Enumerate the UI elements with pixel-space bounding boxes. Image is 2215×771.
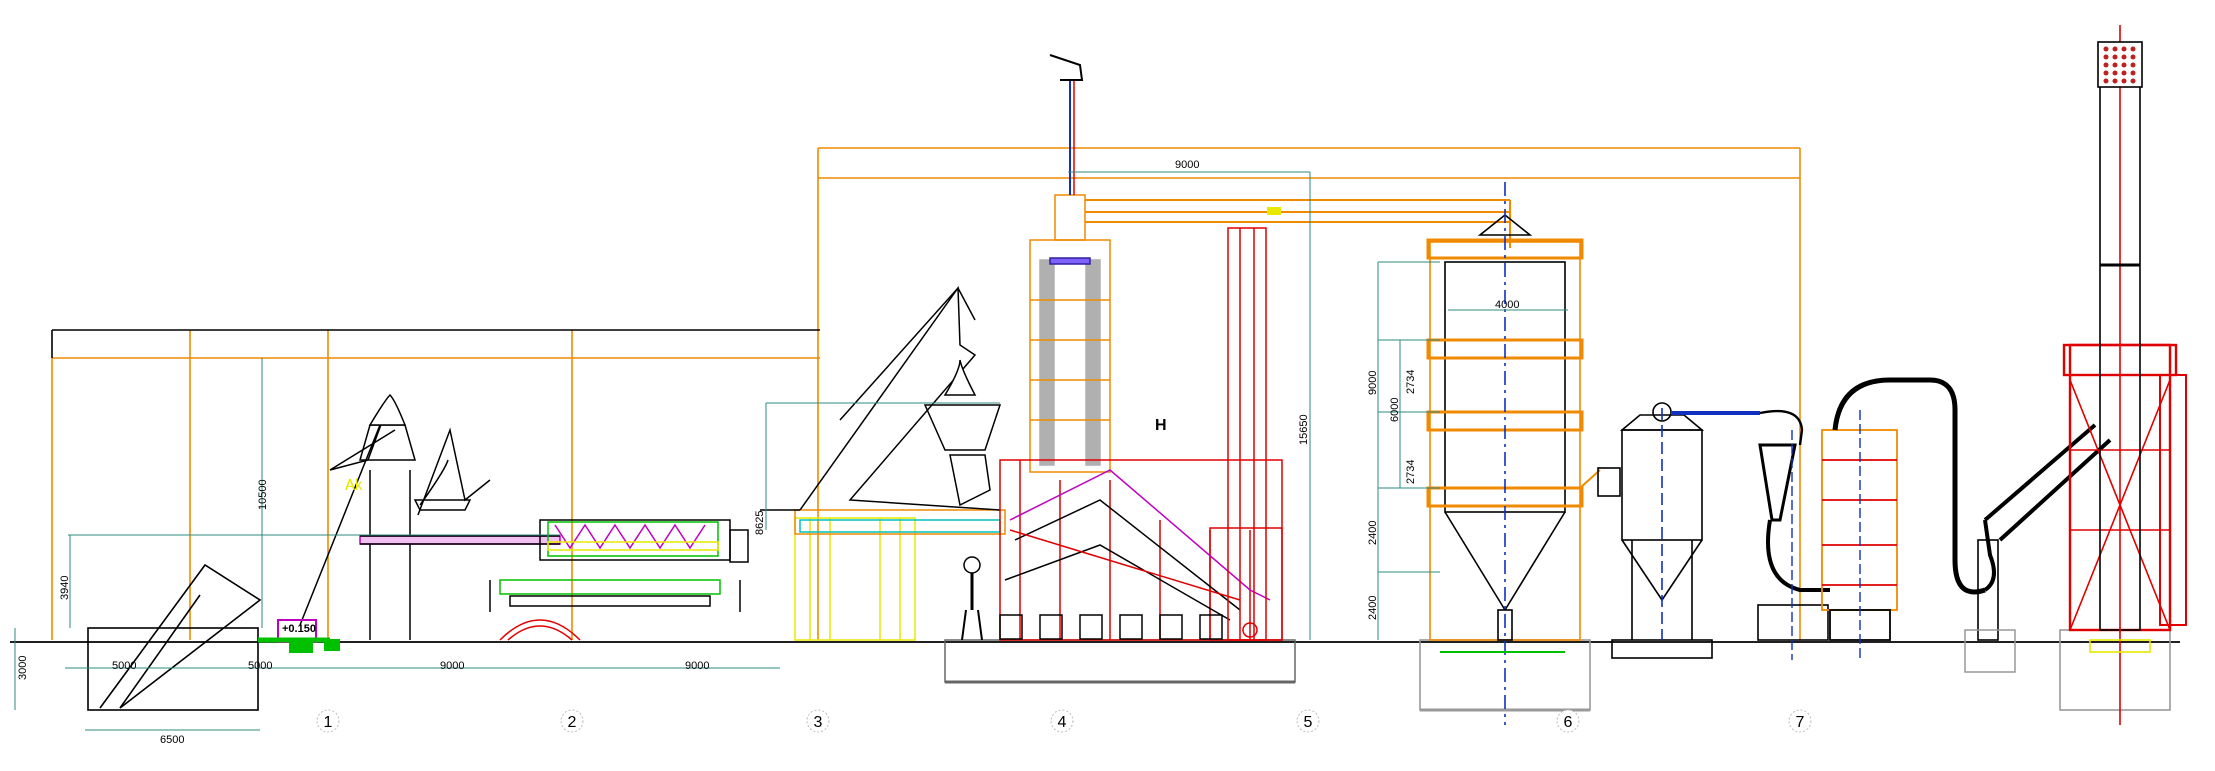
grille-dot [2121,78,2127,84]
dim-span-3-4: 9000 [685,660,709,672]
grille-dot [2112,78,2118,84]
dim-silo-seg-a: 2734 [1405,370,1417,394]
grille-dot [2121,62,2127,68]
crane-center [799,285,1002,511]
grille-dot [2130,46,2136,52]
grille-dot [2130,70,2136,76]
dim-stack-height: 15650 [1298,414,1310,445]
grille-dot [2103,54,2109,60]
axis-marker-7: 7 [1788,709,1812,733]
dim-conveyor-height: 3940 [59,576,71,600]
bag-filter [1611,402,1760,659]
dim-furnace-height: 8625 [754,511,766,535]
dim-tank-depth: 3000 [17,656,29,680]
axis-marker-2: 2 [560,709,584,733]
dim-roof-top: 9000 [1175,159,1199,171]
grille-dot [2130,78,2136,84]
dim-building-height: 10500 [257,479,269,510]
dim-silo-seg-d: 2400 [1367,596,1379,620]
axis-label: 4 [1058,714,1067,731]
axis-marker-6: 6 [1556,709,1580,733]
axis-label: 3 [814,714,823,731]
grille-dot [2112,54,2118,60]
feed-link [258,619,340,653]
grille-dot [2103,70,2109,76]
dim-bay-a: 5000 [112,660,136,672]
chimney-grille [2103,46,2136,84]
elevation-mark: +0.150 [282,623,316,635]
axis-marker-5: 5 [1296,709,1320,733]
svg-text:H: H [1155,417,1167,434]
grille-dot [2121,54,2127,60]
dim-silo-seg-c: 2400 [1367,521,1379,545]
axis-markers: 1 2 3 4 5 6 7 [316,709,1812,733]
dim-silo-seg-b: 2734 [1405,460,1417,484]
axis-marker-3: 3 [806,709,830,733]
dim-hopper-width: 6500 [160,734,184,746]
belt-conveyor [359,519,749,641]
axis-label: 5 [1304,714,1313,731]
silo [1419,182,1621,725]
axis-label: 2 [568,714,577,731]
exhaust-column [1227,227,1267,641]
grille-dot [2121,46,2127,52]
grille-dot [2112,46,2118,52]
receiving-hopper [87,563,262,711]
dim-silo-diameter: 4000 [1495,299,1519,311]
dim-silo-mid: 6000 [1389,398,1401,422]
grille-dot [2103,46,2109,52]
stack-duct [1964,423,2112,673]
grille-dot [2121,70,2127,76]
dim-bay-b: 5000 [248,660,272,672]
grille-dot [2112,70,2118,76]
incinerator: H [944,54,1296,684]
roof-outline [51,329,820,358]
grille-dot [2103,78,2109,84]
flue-duct [1085,199,1511,248]
grille-dot [2130,54,2136,60]
axis-label: 6 [1564,714,1573,731]
crane-text-left: ᴬᵏ [344,475,363,500]
dim-silo-total: 9000 [1367,371,1379,395]
feed-platform [760,509,1006,641]
grille-dot [2103,62,2109,68]
chimney [2059,25,2187,725]
grille-dot [2112,62,2118,68]
axis-marker-1: 1 [316,709,340,733]
dimension-lines [14,171,1568,731]
dim-span-2-3: 9000 [440,660,464,672]
scrubber [1821,377,1986,660]
grille-dot [2130,62,2136,68]
building-frame [51,147,1801,640]
crane-left [299,393,491,640]
axis-label: 1 [324,714,333,731]
axis-label: 7 [1796,714,1805,731]
cyclone [1757,409,1830,660]
axis-marker-4: 4 [1050,709,1074,733]
